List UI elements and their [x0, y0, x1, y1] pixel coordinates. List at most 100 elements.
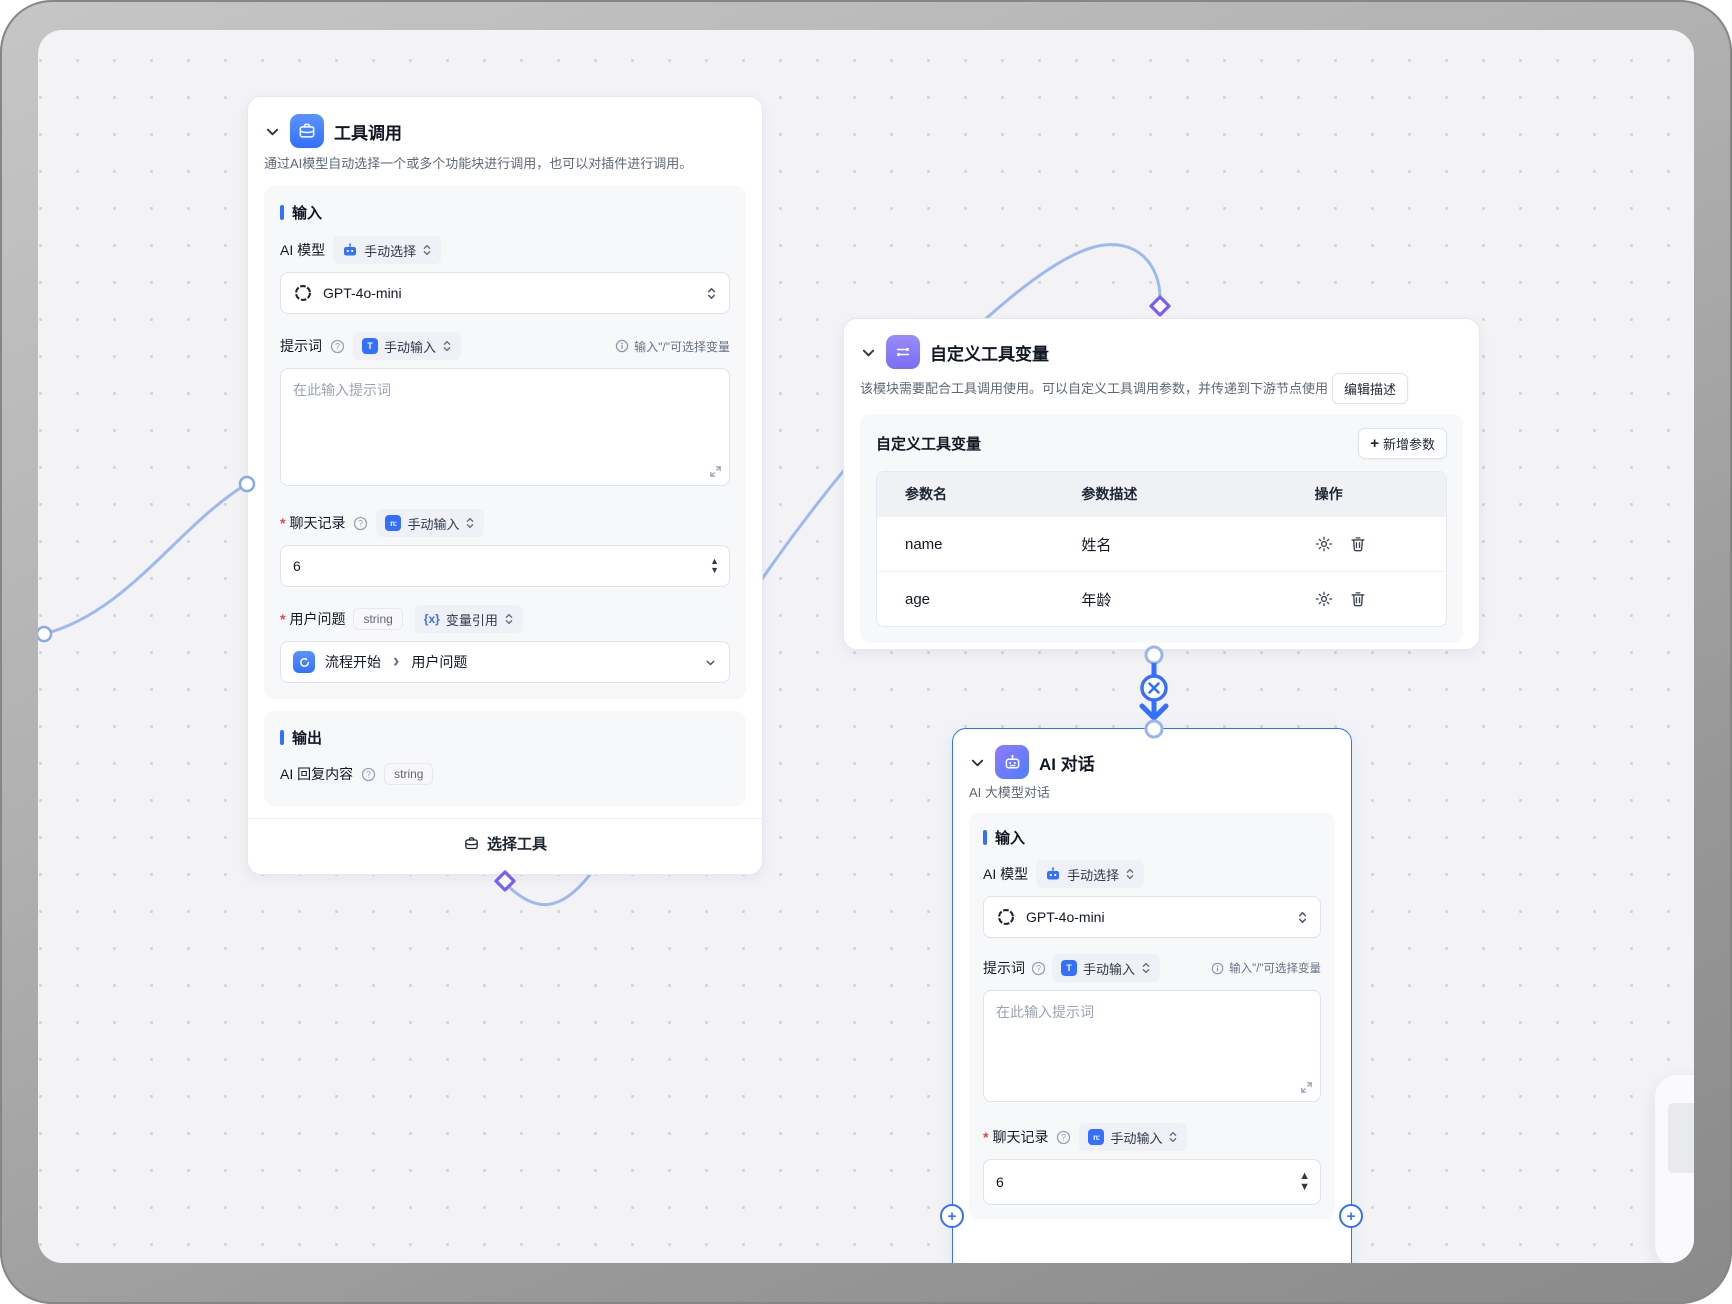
node-tool-call-left-handle[interactable] — [238, 475, 256, 493]
slash-hint: 输入"/"可选择变量 — [615, 338, 730, 355]
variable-value-select[interactable]: 流程开始 › 用户问题 — [280, 641, 730, 683]
robot-mini-icon — [344, 243, 357, 256]
output-field-label: AI 回复内容 — [280, 766, 354, 782]
plus-icon: + — [947, 1207, 957, 1225]
chevron-down-icon[interactable] — [969, 754, 985, 770]
help-icon[interactable]: ? — [1056, 1130, 1071, 1145]
select-tool-button[interactable]: 选择工具 — [248, 818, 762, 867]
node-description: 通过AI模型自动选择一个或多个功能块进行调用，也可以对插件进行调用。 — [264, 156, 693, 171]
var-ref-tag[interactable]: {x} 变量引用 — [414, 605, 523, 633]
table-row: name 姓名 — [877, 516, 1446, 571]
chevron-down-icon[interactable] — [264, 123, 280, 139]
edge-endpoint-handle[interactable] — [38, 625, 53, 643]
node-title: 工具调用 — [334, 123, 402, 143]
chevron-down-icon[interactable] — [860, 344, 876, 360]
node-tool-call-header: 工具调用 — [264, 113, 746, 149]
add-param-button[interactable]: + 新增参数 — [1358, 428, 1447, 459]
svg-text:?: ? — [1036, 963, 1041, 973]
updown-icon — [505, 613, 513, 625]
node-custom-vars[interactable]: 自定义工具变量 该模块需要配合工具调用使用。可以自定义工具调用参数，并传递到下游… — [843, 318, 1480, 650]
text-type-icon: T — [1061, 960, 1077, 976]
number-type-icon: n: — [385, 515, 402, 531]
updown-icon — [1142, 962, 1150, 974]
updown-icon — [1297, 910, 1308, 925]
node-title: 自定义工具变量 — [930, 344, 1049, 364]
gear-icon[interactable] — [1315, 590, 1333, 608]
ai-model-label: AI 模型 — [983, 866, 1029, 882]
edge-delete-button[interactable] — [1140, 674, 1168, 702]
custom-vars-panel: 自定义工具变量 + 新增参数 参数名 参数描述 操作 — [860, 414, 1463, 643]
edge-incoming-left[interactable] — [43, 483, 246, 636]
model-select[interactable]: GPT-4o-mini — [983, 896, 1321, 938]
flow-start-icon — [293, 651, 315, 673]
updown-icon — [706, 286, 717, 301]
type-badge-string: string — [384, 763, 434, 785]
partial-node-card[interactable] — [1655, 1075, 1694, 1263]
add-connection-right-button[interactable]: + — [1339, 1204, 1363, 1228]
chat-top-handle[interactable] — [1144, 719, 1164, 739]
gear-icon[interactable] — [1315, 535, 1333, 553]
vars-bottom-handle[interactable] — [1144, 645, 1164, 665]
section-title-input: 输入 — [995, 830, 1026, 847]
input-panel: 输入 AI 模型 手动选择 GPT-4o-mini — [264, 186, 746, 699]
chat-history-label: 聊天记录 — [289, 515, 346, 531]
table-row: age 年龄 — [877, 571, 1446, 626]
manual-input-tag[interactable]: T 手动输入 — [353, 332, 462, 360]
text-type-icon: T — [362, 338, 378, 354]
updown-icon — [467, 517, 474, 529]
help-icon[interactable]: ? — [361, 767, 376, 782]
panel-title: 自定义工具变量 — [876, 436, 982, 453]
section-title-output: 输出 — [292, 730, 323, 747]
help-icon[interactable]: ? — [1031, 961, 1046, 976]
number-type-icon: n: — [1088, 1129, 1105, 1145]
edit-description-button[interactable]: 编辑描述 — [1332, 373, 1409, 404]
prompt-textarea[interactable] — [983, 990, 1321, 1102]
help-icon[interactable]: ? — [330, 339, 345, 354]
node-ai-chat[interactable]: AI 对话 AI 大模型对话 输入 AI 模型 手动选择 — [952, 728, 1352, 1263]
manual-select-tag[interactable]: 手动选择 — [1036, 860, 1145, 888]
trash-icon[interactable] — [1349, 590, 1367, 608]
manual-input-tag[interactable]: T 手动输入 — [1052, 954, 1161, 982]
stepper-buttons[interactable]: ▲ ▼ — [710, 546, 719, 586]
resize-icon[interactable] — [709, 465, 722, 483]
prompt-textarea[interactable] — [280, 368, 730, 486]
manual-select-tag[interactable]: 手动选择 — [333, 236, 442, 264]
required-asterisk: * — [983, 1129, 989, 1145]
manual-input-tag[interactable]: n: 手动输入 — [1079, 1123, 1188, 1151]
svg-text:?: ? — [366, 769, 371, 779]
add-connection-left-button[interactable]: + — [940, 1204, 964, 1228]
chat-history-input[interactable]: 6 ▲ ▼ — [983, 1159, 1321, 1205]
flow-canvas[interactable]: 工具调用 通过AI模型自动选择一个或多个功能块进行调用，也可以对插件进行调用。 … — [38, 30, 1694, 1263]
node-custom-vars-header: 自定义工具变量 — [860, 335, 1463, 369]
chat-history-input[interactable]: 6 ▲ ▼ — [280, 545, 730, 587]
node-tool-call[interactable]: 工具调用 通过AI模型自动选择一个或多个功能块进行调用，也可以对插件进行调用。 … — [247, 96, 763, 875]
svg-text:?: ? — [335, 341, 340, 351]
slash-hint: 输入"/"可选择变量 — [1211, 960, 1321, 976]
info-icon — [1211, 962, 1224, 974]
node-description: 该模块需要配合工具调用使用。可以自定义工具调用参数，并传递到下游节点使用 — [860, 380, 1329, 396]
section-title-input: 输入 — [292, 205, 323, 222]
stepper-down-icon: ▼ — [710, 565, 719, 575]
col-param-desc: 参数描述 — [1053, 472, 1287, 516]
sliders-icon — [886, 335, 920, 369]
col-param-name: 参数名 — [877, 472, 1054, 516]
help-icon[interactable]: ? — [353, 516, 368, 531]
output-panel: 输出 AI 回复内容 ? string — [264, 711, 746, 806]
chevron-right-icon: › — [393, 650, 400, 672]
stepper-buttons[interactable]: ▲ ▼ — [1299, 1160, 1310, 1204]
vars-diamond-handle[interactable] — [1149, 295, 1171, 317]
manual-input-tag[interactable]: n: 手动输入 — [376, 509, 485, 537]
openai-logo-icon — [295, 285, 311, 301]
param-name: age — [877, 571, 1054, 626]
model-select[interactable]: GPT-4o-mini — [280, 272, 730, 314]
trash-icon[interactable] — [1349, 535, 1367, 553]
briefcase-icon — [465, 836, 478, 849]
resize-icon[interactable] — [1300, 1081, 1313, 1099]
param-desc: 年龄 — [1053, 571, 1287, 626]
updown-icon — [1126, 868, 1134, 880]
section-bar — [280, 730, 284, 745]
params-table: 参数名 参数描述 操作 name 姓名 — [876, 471, 1447, 627]
info-icon — [615, 339, 629, 353]
